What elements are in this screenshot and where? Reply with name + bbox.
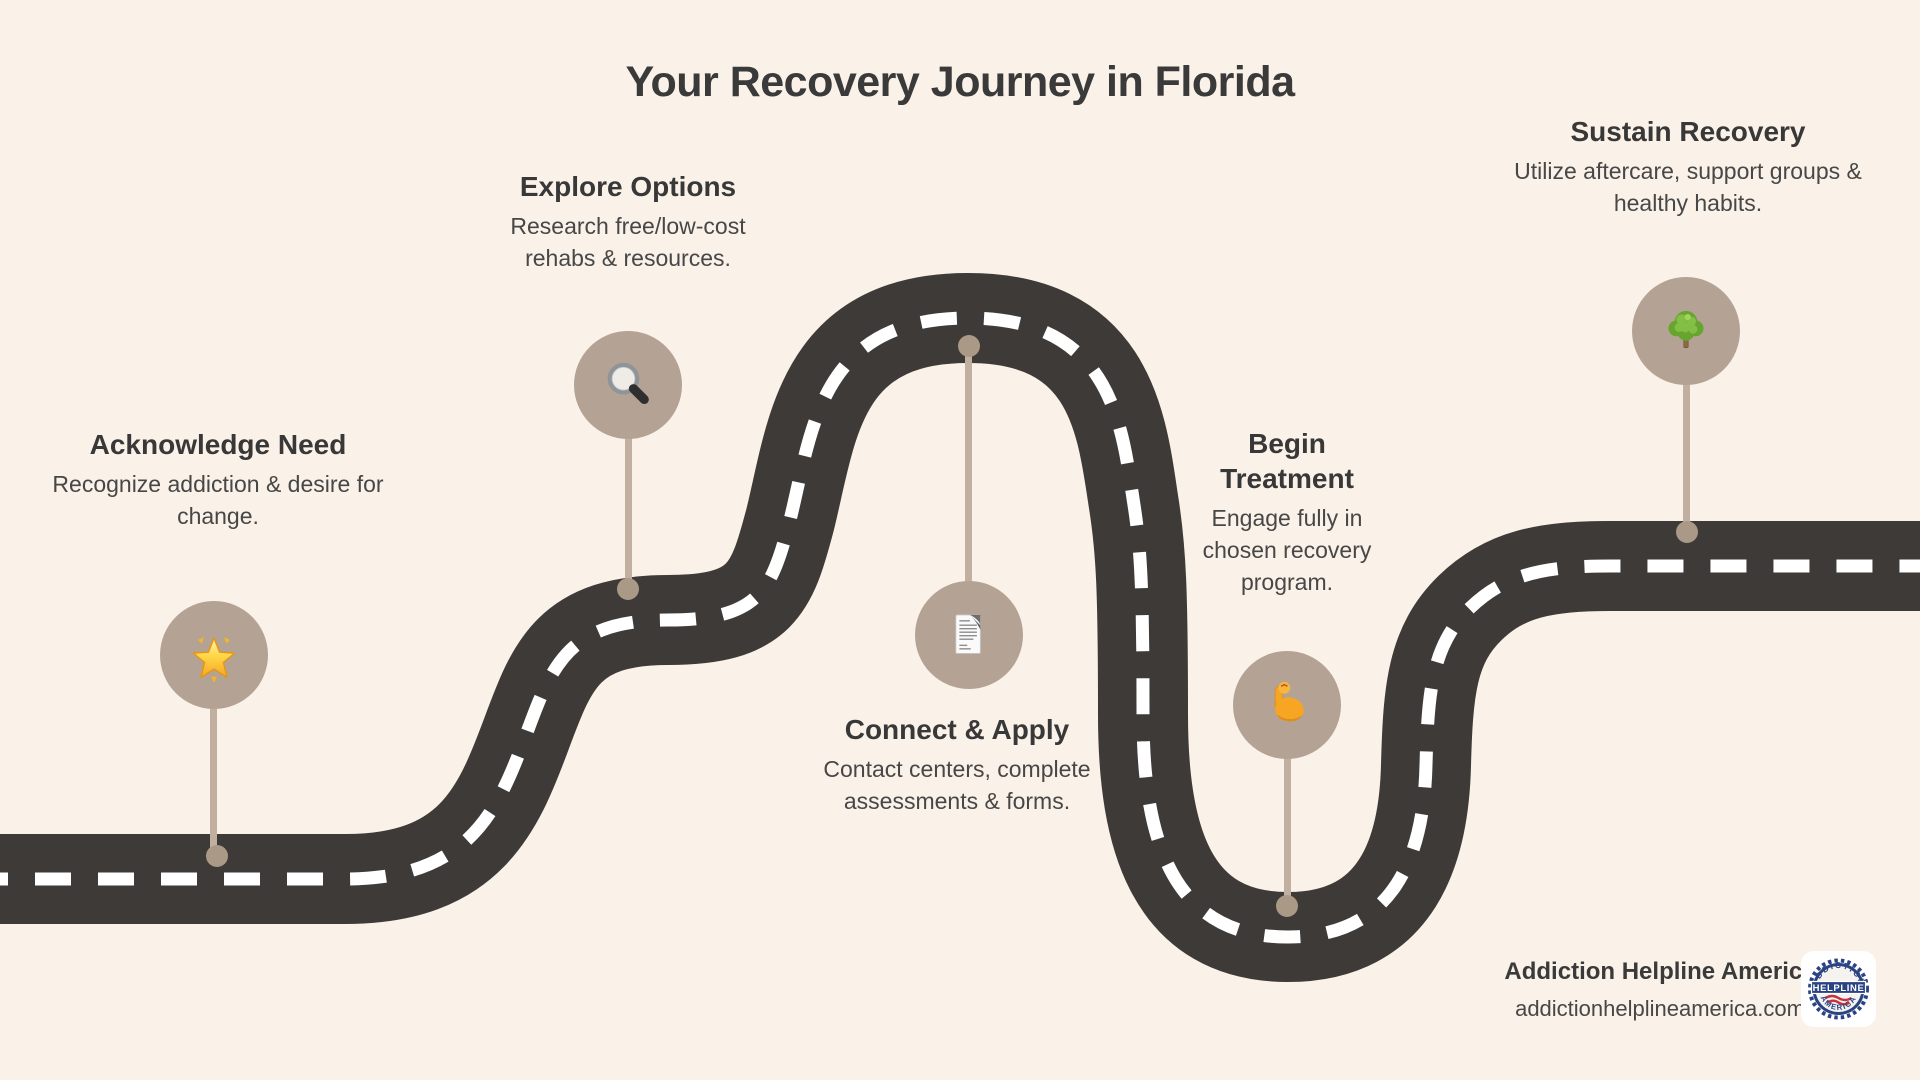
milestone-2-road-dot <box>617 578 639 600</box>
footer: Addiction Helpline America addictionhelp… <box>1500 958 1820 1022</box>
logo-banner-text: HELPLINE <box>1813 983 1865 994</box>
milestone-2-stem <box>625 387 632 589</box>
milestone-1-stem <box>210 653 217 856</box>
milestone-4-stem <box>1284 703 1291 906</box>
milestone-5-body: Utilize aftercare, support groups & heal… <box>1514 158 1862 217</box>
milestone-4-marker <box>1233 651 1341 759</box>
milestone-1-marker <box>160 601 268 709</box>
milestone-4-road-dot <box>1276 895 1298 917</box>
milestone-2-body: Research free/low-cost rehabs & resource… <box>510 213 746 272</box>
milestone-5-marker <box>1632 277 1740 385</box>
milestone-2-marker <box>574 331 682 439</box>
milestone-3-road-dot <box>958 335 980 357</box>
page-title: Your Recovery Journey in Florida <box>625 58 1296 106</box>
road-center-dashes <box>0 311 1920 944</box>
milestone-2-heading: Explore Options <box>519 171 737 202</box>
milestone-1-heading: Acknowledge Need <box>89 429 347 460</box>
milestone-1-text: Acknowledge Need Recognize addiction & d… <box>38 427 398 532</box>
milestone-3-heading: Connect & Apply <box>844 714 1070 745</box>
deciduous-tree-icon <box>1658 303 1714 359</box>
milestone-4-body: Engage fully in chosen recovery program. <box>1202 505 1372 596</box>
milestone-5-text: Sustain Recovery Utilize aftercare, supp… <box>1508 114 1868 219</box>
flexed-biceps-icon <box>1258 676 1316 734</box>
milestone-5-heading: Sustain Recovery <box>1570 116 1806 147</box>
milestone-5-road-dot <box>1676 521 1698 543</box>
milestone-3-body: Contact centers, complete assessments & … <box>823 756 1091 815</box>
milestone-3-text: Connect & Apply Contact centers, complet… <box>777 712 1137 817</box>
milestone-3-marker <box>915 581 1023 689</box>
footer-website: addictionhelplineamerica.com <box>1515 996 1805 1021</box>
milestone-1-road-dot <box>206 845 228 867</box>
milestone-4-text: Begin Treatment Engage fully in chosen r… <box>1182 426 1392 599</box>
page-with-curl-icon <box>941 607 997 663</box>
milestone-4-heading: Begin Treatment <box>1220 428 1354 494</box>
milestone-2-text: Explore Options Research free/low-cost r… <box>478 169 778 274</box>
footer-brand-name: Addiction Helpline America <box>1504 958 1816 985</box>
milestone-5-stem <box>1683 330 1690 532</box>
milestone-1-body: Recognize addiction & desire for change. <box>52 471 384 530</box>
glowing-star-icon <box>184 625 244 685</box>
magnifying-glass-icon <box>599 356 657 414</box>
milestone-3-stem <box>965 346 972 636</box>
brand-logo: ADDICTION AMERICA HELPLINE <box>1801 951 1876 1032</box>
